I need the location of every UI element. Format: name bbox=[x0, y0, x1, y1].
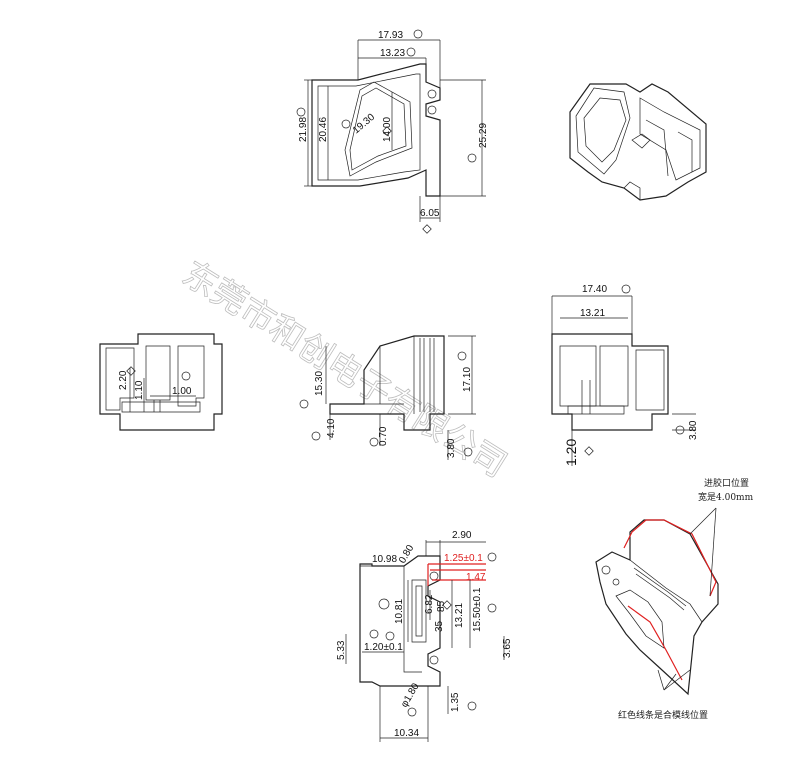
iso-view-top bbox=[569, 83, 707, 201]
dim-35: 35 bbox=[434, 620, 445, 632]
dim-21-98: 21.98 bbox=[298, 117, 309, 142]
dim-10-81: 10.81 bbox=[394, 599, 405, 624]
dim-17-40: 17.40 bbox=[582, 284, 607, 295]
dim-13-21-bottom: 13.21 bbox=[454, 603, 465, 628]
dim-3-65: 3.65 bbox=[502, 638, 513, 658]
dim-3-80-right: 3.80 bbox=[688, 420, 699, 440]
dim-3-80: 3.80 bbox=[446, 438, 457, 458]
dim-15-50: 15.50±0.1 bbox=[472, 587, 483, 632]
dim-25-29: 25.29 bbox=[478, 123, 489, 148]
dim-85: 85 bbox=[436, 600, 447, 612]
right-side-view: 17.40 13.21 1.20 3.80 bbox=[551, 284, 699, 466]
dim-13-21: 13.21 bbox=[580, 308, 605, 319]
dim-13-23: 13.23 bbox=[380, 48, 405, 59]
dim-0-70: 0.70 bbox=[378, 426, 389, 446]
iso-view-bottom bbox=[595, 507, 719, 696]
note-gate-line1: 进胶口位置 bbox=[704, 477, 749, 489]
dim-20-46: 20.46 bbox=[318, 117, 329, 142]
dim-1-25: 1.25±0.1 bbox=[444, 553, 483, 564]
dim-6-82: 6.82 bbox=[424, 594, 435, 614]
dim-1-10: 1.10 bbox=[134, 380, 145, 400]
dim-2-90: 2.90 bbox=[452, 530, 472, 541]
dim-0-80: 0.80 bbox=[397, 543, 416, 566]
note-parting-line: 红色线条是合模线位置 bbox=[618, 709, 708, 721]
dim-17-93: 17.93 bbox=[378, 30, 403, 41]
dim-6-05: 6.05 bbox=[420, 208, 440, 219]
dim-10-98: 10.98 bbox=[372, 554, 397, 565]
dim-15-30: 15.30 bbox=[314, 371, 325, 396]
dim-1-00: 1.00 bbox=[172, 386, 192, 397]
dim-5-33: 5.33 bbox=[336, 640, 347, 660]
dim-4-10: 4.10 bbox=[326, 418, 337, 438]
dim-1-35: 1.35 bbox=[450, 692, 461, 712]
dim-1-20: 1.20 bbox=[563, 439, 579, 466]
note-gate-line2: 宽是4.00mm bbox=[698, 491, 754, 503]
dim-1-47: 1.47 bbox=[466, 572, 486, 583]
dim-1-20-bottom: 1.20±0.1 bbox=[364, 642, 403, 653]
left-side-view: 2.20 1.10 1.00 bbox=[99, 333, 223, 431]
dim-10-34: 10.34 bbox=[394, 728, 419, 739]
dim-2-20: 2.20 bbox=[118, 370, 129, 390]
top-view: 17.93 13.23 21.98 20.46 19.30 14.00 25.2… bbox=[296, 29, 489, 234]
front-view: 15.30 17.10 4.10 0.70 3.80 bbox=[299, 335, 476, 460]
dim-17-10: 17.10 bbox=[462, 367, 473, 392]
bottom-view: 2.90 0.80 1.25±0.1 10.98 1.47 10.81 6.82… bbox=[336, 530, 513, 742]
dim-14-00: 14.00 bbox=[382, 117, 393, 142]
dim-19-30: 19.30 bbox=[351, 112, 378, 137]
